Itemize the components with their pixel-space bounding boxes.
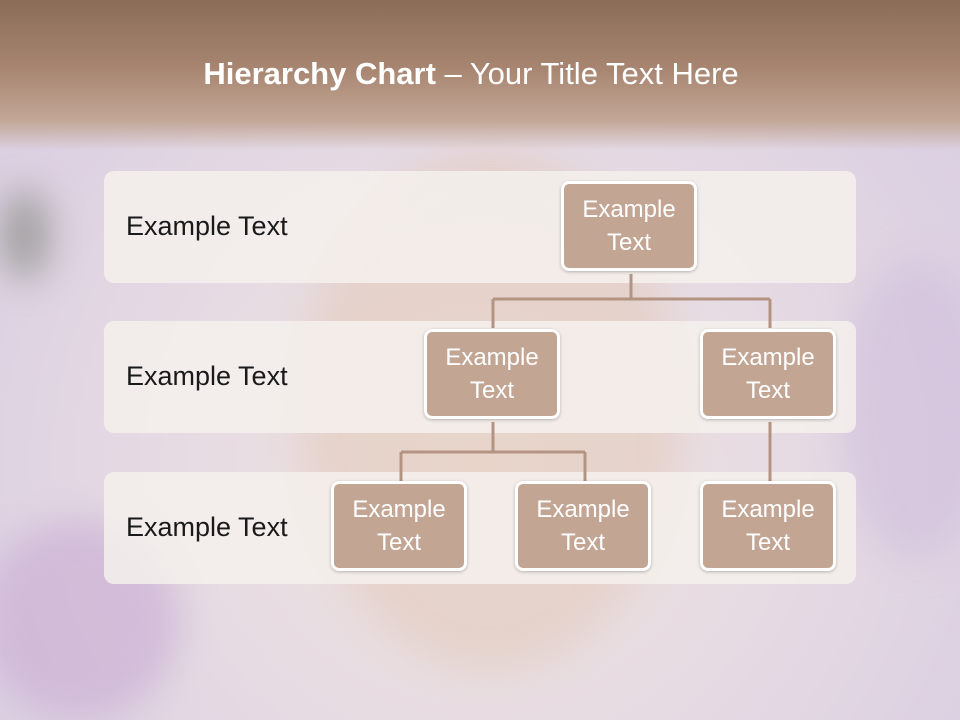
title-bold: Hierarchy Chart — [203, 56, 436, 91]
node-level3-2-line1: Example — [536, 496, 630, 523]
title-rest: – Your Title Text Here — [435, 56, 739, 91]
background-leaf — [0, 190, 50, 280]
node-root[interactable]: Example Text — [561, 181, 697, 271]
level-label-2: Example Text — [126, 361, 288, 391]
node-level3-2-line2: Text — [560, 529, 605, 556]
level-band-1 — [104, 171, 856, 283]
node-level2-right-line2: Text — [745, 377, 790, 404]
node-level3-3-line1: Example — [721, 496, 815, 523]
slide-title: Hierarchy Chart – Your Title Text Here — [0, 56, 942, 92]
node-root-line2: Text — [606, 229, 651, 256]
node-level3-3-line2: Text — [745, 529, 790, 556]
node-level2-left-line1: Example — [445, 344, 539, 371]
level-label-3: Example Text — [126, 512, 288, 542]
connector-left — [399, 422, 587, 481]
connector-root — [491, 274, 772, 328]
node-level3-2[interactable]: Example Text — [515, 481, 651, 571]
node-root-line1: Example — [582, 196, 676, 223]
node-level2-left[interactable]: Example Text — [424, 329, 560, 419]
node-level2-right[interactable]: Example Text — [700, 329, 836, 419]
node-level2-right-line1: Example — [721, 344, 815, 371]
node-level3-1-line1: Example — [352, 496, 446, 523]
background-flowers-right — [840, 260, 960, 560]
node-level3-1-line2: Text — [376, 529, 421, 556]
node-level3-1[interactable]: Example Text — [331, 481, 467, 571]
title-bar — [0, 0, 960, 150]
node-level2-left-line2: Text — [469, 377, 514, 404]
level-label-1: Example Text — [126, 211, 288, 241]
node-level3-3[interactable]: Example Text — [700, 481, 836, 571]
